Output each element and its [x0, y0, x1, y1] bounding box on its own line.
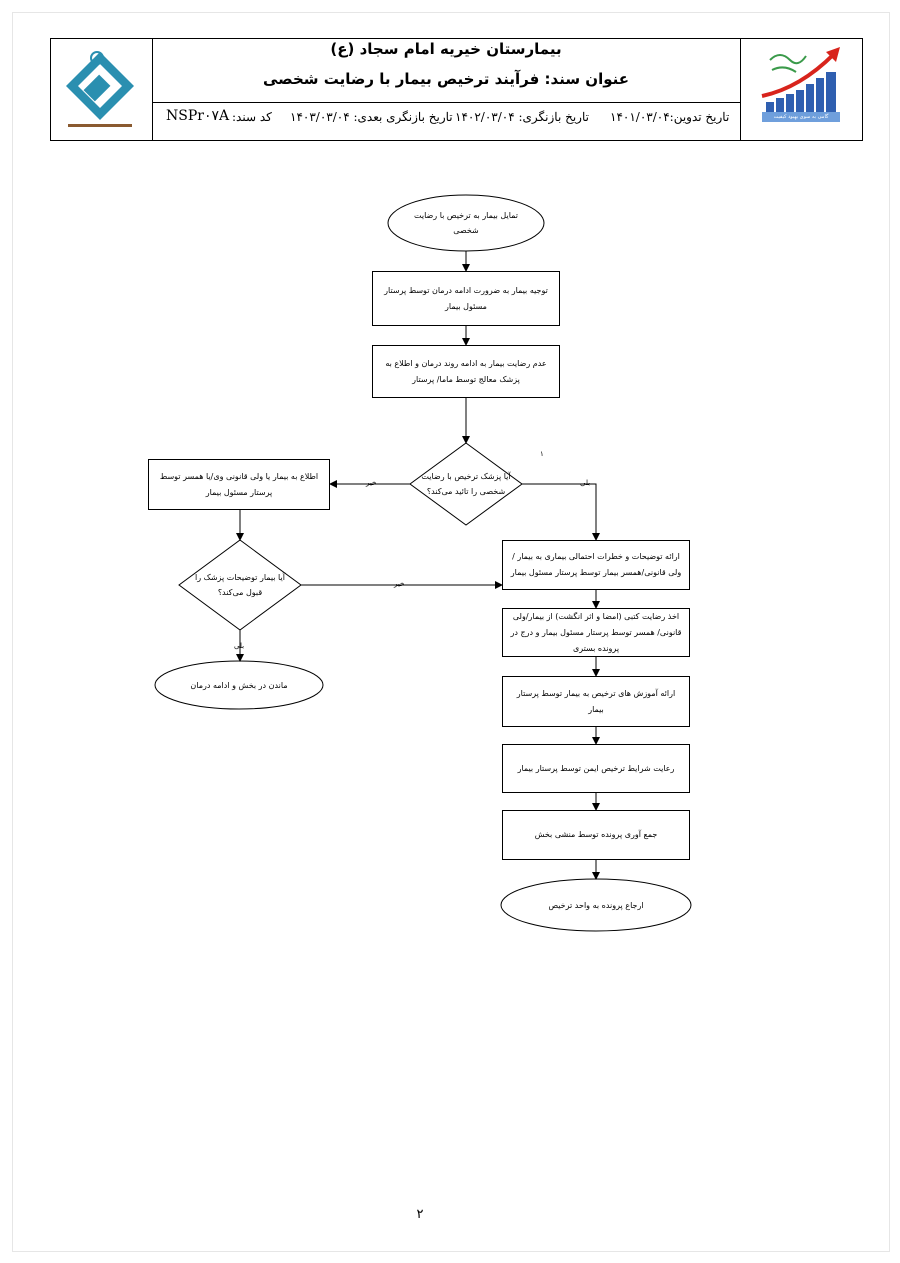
document-title: عنوان سند: فرآیند ترخیص بیمار با رضایت ش… — [262, 70, 630, 88]
hospital-name: بیمارستان خیریه امام سجاد (ع) — [330, 40, 562, 58]
decision2-yes-label: بلی — [234, 642, 245, 650]
next-review-date: تاریخ بازنگری بعدی: ۱۴۰۳/۰۳/۰۴ — [290, 110, 453, 124]
doc-code: NSPr۰۷A — [166, 108, 230, 124]
decision2-no-label: خیر — [394, 580, 405, 588]
review-date: تاریخ بازنگری: ۱۴۰۲/۰۳/۰۴ — [455, 110, 589, 124]
page-number: ۲ — [416, 1207, 424, 1222]
decision1-no-label: خیر — [366, 479, 377, 487]
start-text: تمایل بیمار به ترخیص با رضایت شخصی — [413, 211, 518, 235]
decision1-yes-label: بلی — [580, 479, 591, 487]
divider — [152, 39, 153, 140]
end-text: ارجاع پرونده به واحد ترخیص — [548, 900, 644, 910]
quality-logo-caption: گامی به سوی بهبود کیفیت — [773, 114, 829, 120]
step1-box: توجیه بیمار به ضرورت ادامه درمان توسط پر… — [372, 271, 560, 326]
step5-box: ارائه آموزش های ترخیص به بیمار توسط پرست… — [502, 676, 690, 727]
step7-box: جمع آوری پرونده توسط منشی بخش — [502, 810, 690, 860]
page-border — [12, 12, 890, 1252]
left-step-box: اطلاع به بیمار یا ولی قانونی وی/یا همسر … — [148, 459, 330, 510]
stray-mark: ۱ — [540, 450, 544, 458]
step2-box: عدم رضایت بیمار به ادامه روند درمان و اط… — [372, 345, 560, 398]
step3-box: ارائه توضیحات و خطرات احتمالی بیماری به … — [502, 540, 690, 590]
step6-box: رعایت شرایط ترخیص ایمن توسط پرستار بیمار — [502, 744, 690, 793]
divider — [152, 102, 740, 103]
step4-box: اخذ رضایت کتبی (امضا و اثر انگشت) از بیم… — [502, 608, 690, 657]
document-header — [50, 38, 863, 141]
compile-date: تاریخ تدوین:۱۴۰۱/۰۳/۰۴ — [610, 110, 730, 124]
decision1-text: آیا پزشک ترخیص با رضایت شخصی را تائید می… — [421, 472, 511, 496]
left-end-text: ماندن در بخش و ادامه درمان — [190, 680, 288, 690]
decision2-text: آیا بیمار توضیحات پزشک را قبول می‌کند؟ — [195, 573, 285, 597]
divider — [740, 39, 741, 140]
doc-code-label: کد سند: — [232, 110, 272, 124]
